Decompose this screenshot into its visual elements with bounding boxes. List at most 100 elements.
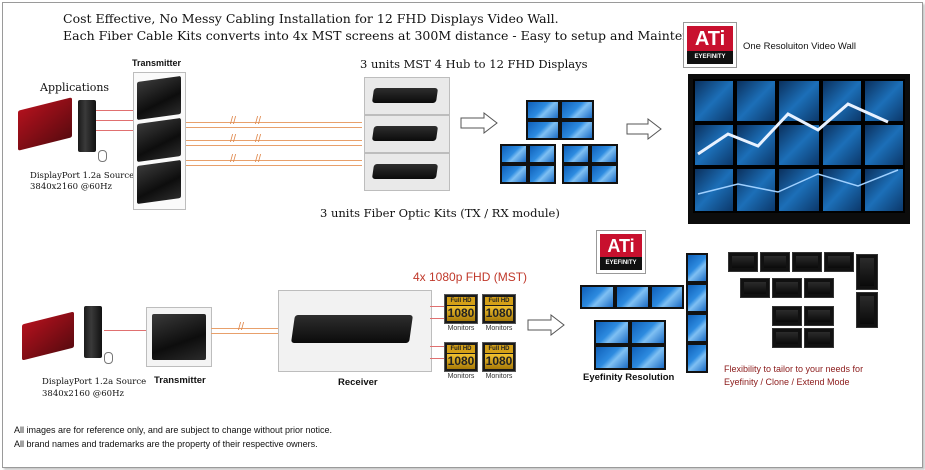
- eyefinity-resolution-label: Eyefinity Resolution: [583, 372, 675, 383]
- monitor: [772, 278, 802, 298]
- display-configurations-image: [722, 250, 912, 350]
- full-hd-badge: Full HD 1080: [444, 294, 478, 324]
- small-video-wall-image: [500, 100, 618, 184]
- badge-top-text: Full HD: [447, 345, 475, 353]
- cable-break-mark: //: [255, 115, 262, 127]
- right-arrow-icon: [626, 118, 662, 140]
- monitor: [528, 164, 556, 184]
- badge-number: 1080: [485, 306, 513, 321]
- full-hd-badge: Full HD 1080: [444, 342, 478, 372]
- dp-cable: [96, 130, 134, 131]
- monitor: [760, 252, 790, 272]
- pc-tower-image: [84, 306, 102, 358]
- pc-tower-image: [78, 100, 96, 152]
- videowall-label: One Resoluiton Video Wall: [743, 41, 857, 52]
- transmitter-unit: [137, 75, 181, 121]
- monitor: [772, 328, 802, 348]
- badge-number: 1080: [485, 354, 513, 369]
- cable-break-mark: //: [255, 133, 262, 145]
- eyefinity-logo-text: EYEFINITY: [687, 50, 733, 64]
- large-video-wall-image: [688, 74, 910, 224]
- fiber-cable: [186, 127, 362, 128]
- top-source-line-2: 3840x2160 @60Hz: [30, 182, 112, 192]
- eyefinity-monitor-row: [580, 285, 684, 309]
- dp-cable: [96, 120, 134, 121]
- mst-hub-unit: [371, 88, 439, 103]
- monitor: [560, 100, 594, 120]
- dp-cable: [104, 330, 148, 331]
- monitor: [560, 120, 594, 140]
- header-line-1: Cost Effective, No Messy Cabling Install…: [63, 11, 559, 26]
- header-line-2: Each Fiber Cable Kits converts into 4x M…: [63, 28, 725, 43]
- mst-hub-image: [364, 77, 450, 115]
- dp-cable: [96, 110, 134, 111]
- monitor: [526, 120, 560, 140]
- monitor: [580, 285, 615, 309]
- bottom-source-line-1: DisplayPort 1.2a Source: [42, 377, 147, 387]
- fiber-cable: [186, 140, 362, 141]
- mst-hub-image: [364, 115, 450, 153]
- ati-eyefinity-logo: ATi EYEFINITY: [596, 230, 646, 274]
- ati-logo-text: ATi: [687, 26, 733, 52]
- transmitter-unit: [152, 314, 206, 360]
- monitor: [856, 292, 878, 328]
- monitor: [528, 144, 556, 164]
- applications-label: Applications: [40, 81, 110, 94]
- badge-caption: Monitors: [447, 325, 475, 332]
- monitor: [686, 283, 708, 313]
- right-arrow-icon: [527, 314, 565, 336]
- video-wall-graphic: [693, 79, 905, 213]
- ati-logo-text: ATi: [600, 234, 642, 259]
- badge-caption: Monitors: [447, 373, 475, 380]
- mst-hub-unit: [371, 126, 439, 141]
- fiber-cable: [211, 328, 279, 329]
- monitor: [772, 306, 802, 326]
- cable-break-mark: //: [230, 115, 237, 127]
- eyefinity-monitor-column: [686, 253, 708, 373]
- ati-eyefinity-logo: ATi EYEFINITY: [683, 22, 737, 68]
- monitor: [824, 252, 854, 272]
- fiber-cable: [186, 165, 362, 166]
- mouse-icon: [98, 150, 107, 162]
- monitor: [856, 254, 878, 290]
- monitor: [526, 100, 560, 120]
- monitor: [728, 252, 758, 272]
- transmitter-image: [146, 307, 212, 367]
- monitor: [804, 306, 834, 326]
- fiber-cable: [186, 160, 362, 161]
- flexibility-line-2: Eyefinity / Clone / Extend Mode: [724, 377, 850, 387]
- dp-cable: [430, 306, 444, 307]
- receiver-unit: [291, 315, 413, 343]
- fiber-kits-label: 3 units Fiber Optic Kits (TX / RX module…: [320, 206, 560, 220]
- dp-cable: [430, 358, 444, 359]
- monitor: [804, 278, 834, 298]
- right-arrow-icon: [460, 112, 498, 134]
- cable-break-mark: //: [238, 321, 245, 333]
- monitor: [500, 164, 528, 184]
- monitor: [615, 285, 650, 309]
- mst-hub-image: [364, 153, 450, 191]
- monitor: [562, 164, 590, 184]
- eyefinity-logo-text: EYEFINITY: [600, 257, 642, 270]
- receiver-image: [278, 290, 432, 372]
- transmitter-unit: [137, 159, 181, 205]
- cable-break-mark: //: [230, 153, 237, 165]
- monitor: [594, 320, 630, 345]
- badge-caption: Monitors: [485, 373, 513, 380]
- transmitter-unit: [137, 117, 181, 163]
- monitor: [804, 328, 834, 348]
- bottom-transmitter-label: Transmitter: [154, 375, 206, 386]
- hub-label: 3 units MST 4 Hub to 12 FHD Displays: [360, 57, 588, 71]
- full-hd-badge: Full HD 1080: [482, 294, 516, 324]
- monitor: [590, 144, 618, 164]
- mouse-icon: [104, 352, 113, 364]
- monitor: [594, 345, 630, 370]
- monitor: [686, 343, 708, 373]
- bottom-source-line-2: 3840x2160 @60Hz: [42, 389, 124, 399]
- fiber-cable: [186, 122, 362, 123]
- mst-label: 4x 1080p FHD (MST): [413, 270, 528, 284]
- top-source-line-1: DisplayPort 1.2a Source: [30, 171, 135, 181]
- monitor: [630, 320, 666, 345]
